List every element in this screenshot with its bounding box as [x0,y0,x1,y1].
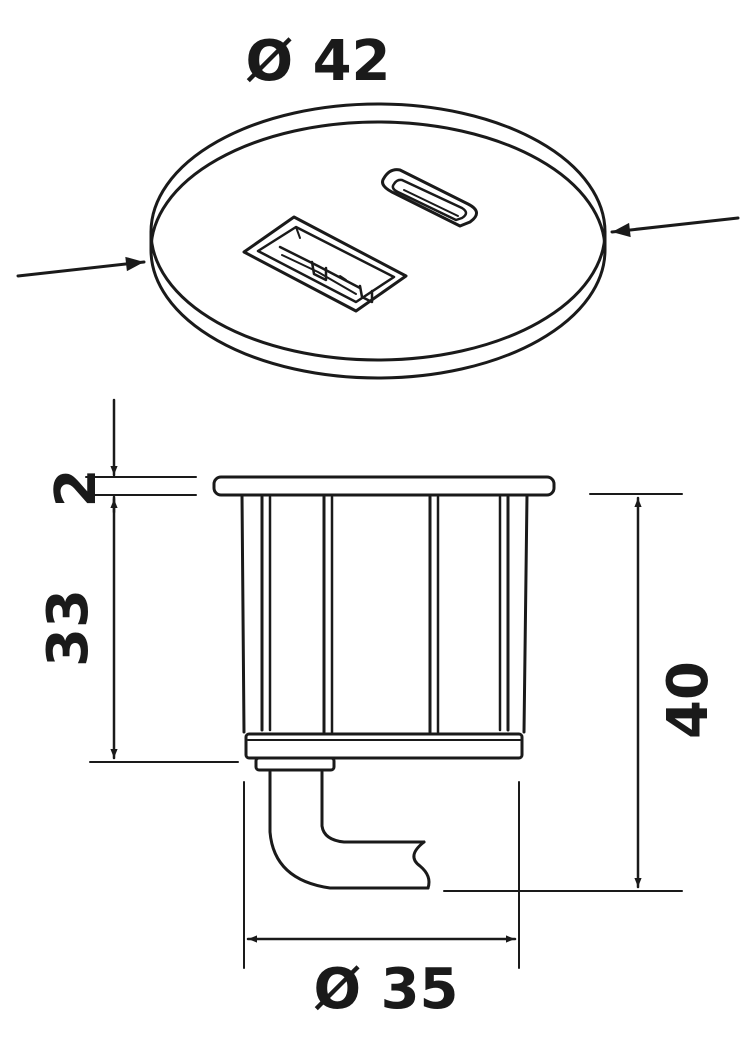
left-dimension-lines [85,398,239,763]
top-view-disc [149,102,607,380]
bottom-diameter-dimension [243,781,520,969]
usb-a-port-icon [242,215,408,313]
right-pointer-arrow [610,216,740,238]
usb-c-port-icon [381,168,478,228]
cable-break-icon [412,840,431,890]
overall-height-dimension [443,493,683,892]
flange-thickness-label: 2 [44,469,109,508]
left-pointer-arrow [16,256,146,278]
overall-height-label: 40 [656,661,721,739]
bottom-diameter-label: Ø 35 [313,957,458,1022]
body-height-label: 33 [36,589,101,667]
side-view-body [212,475,556,890]
top-diameter-label: Ø 42 [245,29,390,94]
